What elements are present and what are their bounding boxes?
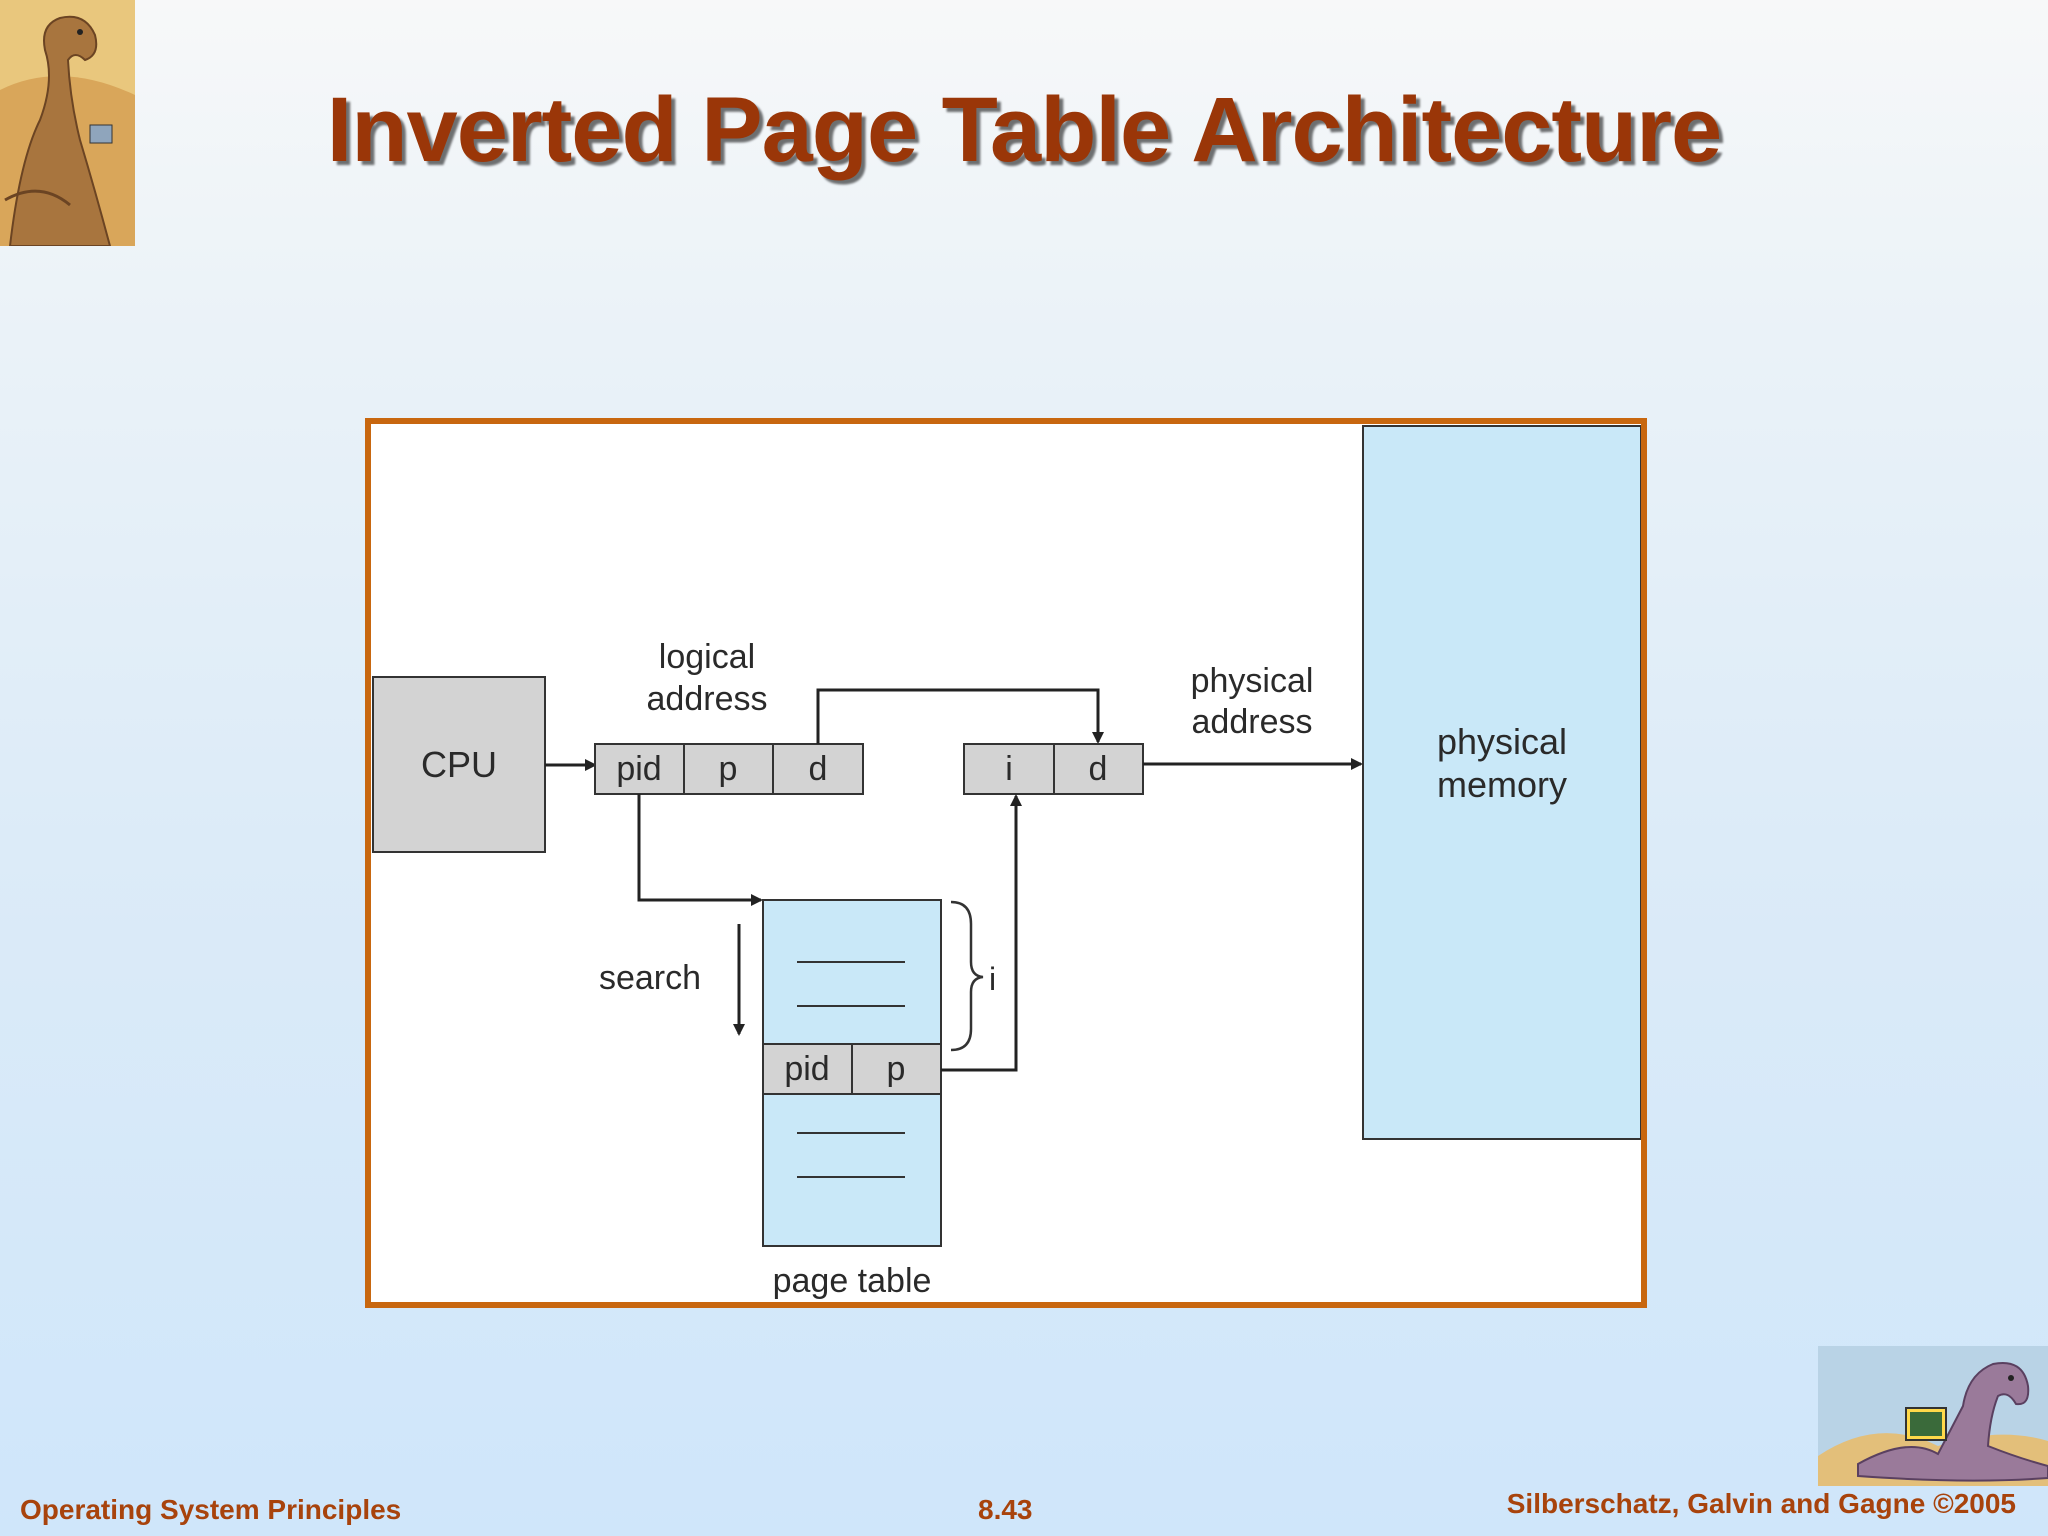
index-brace	[950, 900, 984, 1052]
entry-to-frame-arrow	[941, 794, 1022, 1072]
logical-field-p-cell	[683, 743, 774, 795]
diagram-frame: physical memory CPU logical address pid …	[365, 418, 1647, 1308]
page-table-label: page table	[773, 1262, 932, 1300]
logical-field-p: p	[719, 750, 738, 788]
physical-address-label-line2: address	[1192, 703, 1313, 741]
footer-copyright: Silberschatz, Galvin and Gagne ©2005	[1506, 1488, 2016, 1519]
page-table-upper	[762, 899, 942, 1045]
physical-field-i-cell	[963, 743, 1055, 795]
physical-address-label-line1: physical	[1191, 662, 1314, 700]
index-brace-label: i	[989, 961, 996, 997]
physical-field-d: d	[1089, 750, 1108, 788]
physical-memory-label-line1: physical	[1437, 721, 1567, 762]
page-table-entry-pid: pid	[784, 1050, 829, 1088]
pid-to-page-table-arrow	[637, 794, 763, 906]
physical-field-i: i	[1005, 750, 1013, 788]
logical-address-label-line2: address	[647, 680, 768, 718]
footer-slide-number: 8.43	[978, 1494, 1033, 1525]
logical-field-d: d	[809, 750, 828, 788]
logical-address-label-line1: logical	[659, 638, 755, 676]
cpu-label: CPU	[421, 744, 497, 785]
logical-field-pid: pid	[616, 750, 661, 788]
footer-course-title: Operating System Principles	[20, 1494, 402, 1525]
dinosaur-logo-bottom	[1818, 1346, 2048, 1486]
inverted-page-table-diagram: physical memory CPU logical address pid …	[372, 425, 1641, 1300]
page-table-lower	[762, 1093, 942, 1247]
logical-field-d-cell	[772, 743, 864, 795]
page-table-entry-p: p	[887, 1050, 906, 1088]
physical-field-d-cell	[1053, 743, 1144, 795]
page-table-entry-p-cell	[851, 1043, 942, 1095]
physical-memory-label-line2: memory	[1437, 764, 1567, 805]
cpu-box	[372, 676, 546, 853]
offset-d-arrow	[816, 688, 1104, 744]
search-label: search	[599, 959, 701, 997]
physical-memory-box	[1362, 425, 1641, 1140]
logical-field-pid-cell	[594, 743, 685, 795]
slide-title: Inverted Page Table Architecture	[326, 79, 1722, 181]
dinosaur-logo-top	[0, 0, 135, 246]
